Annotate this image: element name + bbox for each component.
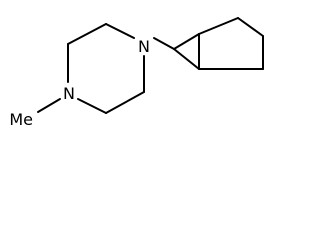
nitrogen-top-label: N [138,37,150,56]
bond-c7-c5b [173,48,200,70]
bond-n1-c2 [105,23,135,39]
bond-n1-c7 [153,37,175,50]
bond-c2b-c3b [237,17,264,37]
bond-n4-c5 [77,98,107,114]
bicyclohexane-ring [173,17,264,70]
structural-formula: Me N N [9,17,264,129]
bond-n4-methyl [37,98,61,113]
bond-c2-c3 [67,23,107,45]
bond-c7-c1b [173,33,200,50]
bond-c5-c6 [105,91,145,114]
bond-c1b-c2b [198,17,239,35]
nitrogen-bottom-label: N [63,84,75,103]
piperazine-ring [67,23,145,114]
methyl-label: Me [9,110,33,129]
